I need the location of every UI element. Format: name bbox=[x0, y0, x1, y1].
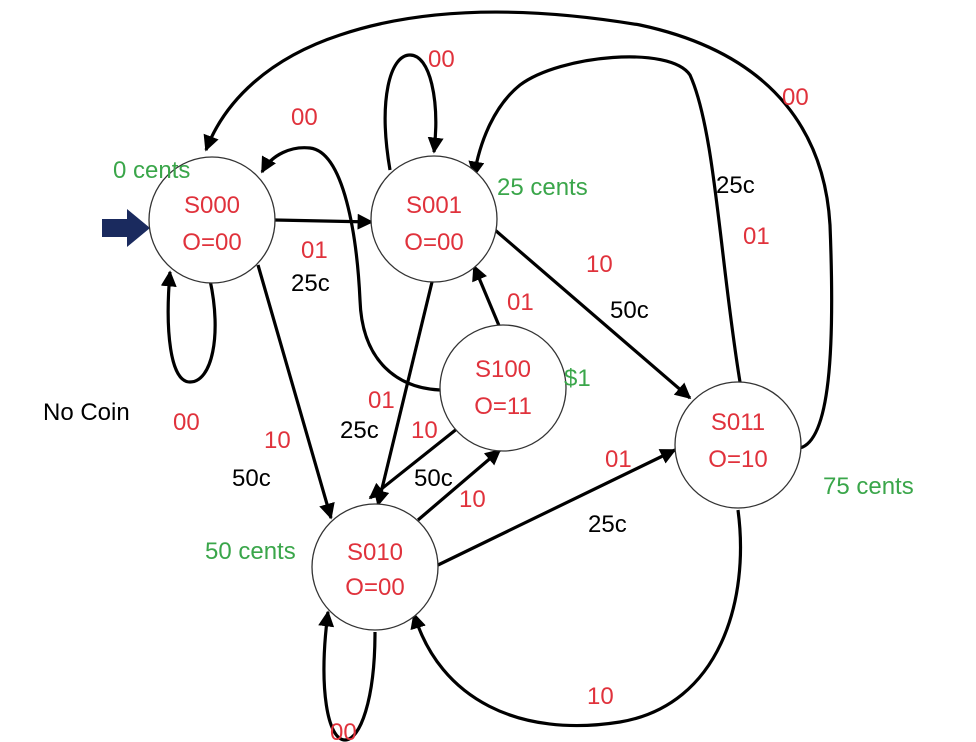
edge-label-input: 01 bbox=[507, 289, 534, 316]
state-s001: S001 O=00 bbox=[370, 155, 498, 283]
edge-s010-s100 bbox=[416, 448, 502, 522]
state-name: S010 bbox=[347, 539, 403, 566]
state-output: O=11 bbox=[474, 393, 532, 420]
edge-s001-s011 bbox=[493, 228, 692, 400]
edge-label-input: 10 bbox=[459, 486, 486, 513]
amount-label-s001: 25 cents bbox=[497, 174, 588, 201]
state-name: S100 bbox=[475, 356, 531, 383]
start-arrow-icon bbox=[102, 209, 150, 247]
edge-label-input: 10 bbox=[264, 427, 291, 454]
state-output: O=00 bbox=[182, 229, 241, 256]
state-s100: S100 O=11 bbox=[439, 324, 567, 452]
edge-label-input: 01 bbox=[301, 237, 328, 264]
edge-s100-s001 bbox=[472, 264, 502, 329]
state-output: O=00 bbox=[345, 574, 404, 601]
edge-label-coin: 50c bbox=[610, 297, 649, 324]
edge-label-coin: 25c bbox=[588, 511, 627, 538]
edge-s010-self bbox=[318, 610, 377, 742]
edge-s000-s010 bbox=[256, 264, 335, 520]
edge-label-input: 01 bbox=[368, 387, 395, 414]
no-coin-label: No Coin bbox=[43, 399, 130, 426]
edge-label-input: 00 bbox=[428, 46, 455, 73]
edge-label-input: 10 bbox=[411, 417, 438, 444]
edge-s000-self bbox=[160, 270, 217, 384]
edge-label-input: 01 bbox=[605, 446, 632, 473]
state-name: S000 bbox=[184, 192, 240, 219]
edge-label-input: 00 bbox=[173, 409, 200, 436]
amount-label-s011: 75 cents bbox=[823, 473, 914, 500]
edge-s010-s011 bbox=[437, 448, 677, 567]
state-name: S001 bbox=[406, 192, 462, 219]
edge-s000-s001 bbox=[274, 213, 374, 230]
edge-s011-s000 bbox=[203, 10, 834, 450]
edge-label-input: 01 bbox=[743, 223, 770, 250]
state-name: S011 bbox=[711, 409, 765, 436]
edge-label-input: 00 bbox=[330, 719, 357, 742]
edge-label-coin: 50c bbox=[414, 465, 453, 492]
amount-label-s010: 50 cents bbox=[205, 538, 296, 565]
edge-s001-s000 bbox=[260, 146, 441, 392]
edge-label-coin: 50c bbox=[232, 465, 271, 492]
edge-s001-s010 bbox=[373, 281, 434, 507]
edge-label-input: 10 bbox=[586, 251, 613, 278]
edge-s001-self bbox=[383, 53, 444, 171]
edge-s100-s010 bbox=[368, 426, 459, 500]
edge-label-input: 00 bbox=[782, 84, 809, 111]
state-s000: S000 O=00 bbox=[148, 156, 276, 284]
edge-label-input: 00 bbox=[291, 104, 318, 131]
state-output: O=00 bbox=[404, 229, 463, 256]
state-s011: S011 O=10 bbox=[674, 381, 802, 509]
edge-s011-s001 bbox=[468, 55, 742, 383]
state-s010: S010 O=00 bbox=[311, 503, 439, 631]
edge-label-coin: 25c bbox=[291, 270, 330, 297]
edge-s011-s010 bbox=[410, 509, 743, 728]
edge-label-coin: 25c bbox=[340, 417, 379, 444]
state-output: O=10 bbox=[708, 446, 767, 473]
edge-label-input: 10 bbox=[587, 683, 614, 710]
amount-label-s100: $1 bbox=[564, 365, 591, 392]
amount-label-s000: 0 cents bbox=[113, 157, 190, 184]
edge-label-coin: 25c bbox=[716, 172, 755, 199]
